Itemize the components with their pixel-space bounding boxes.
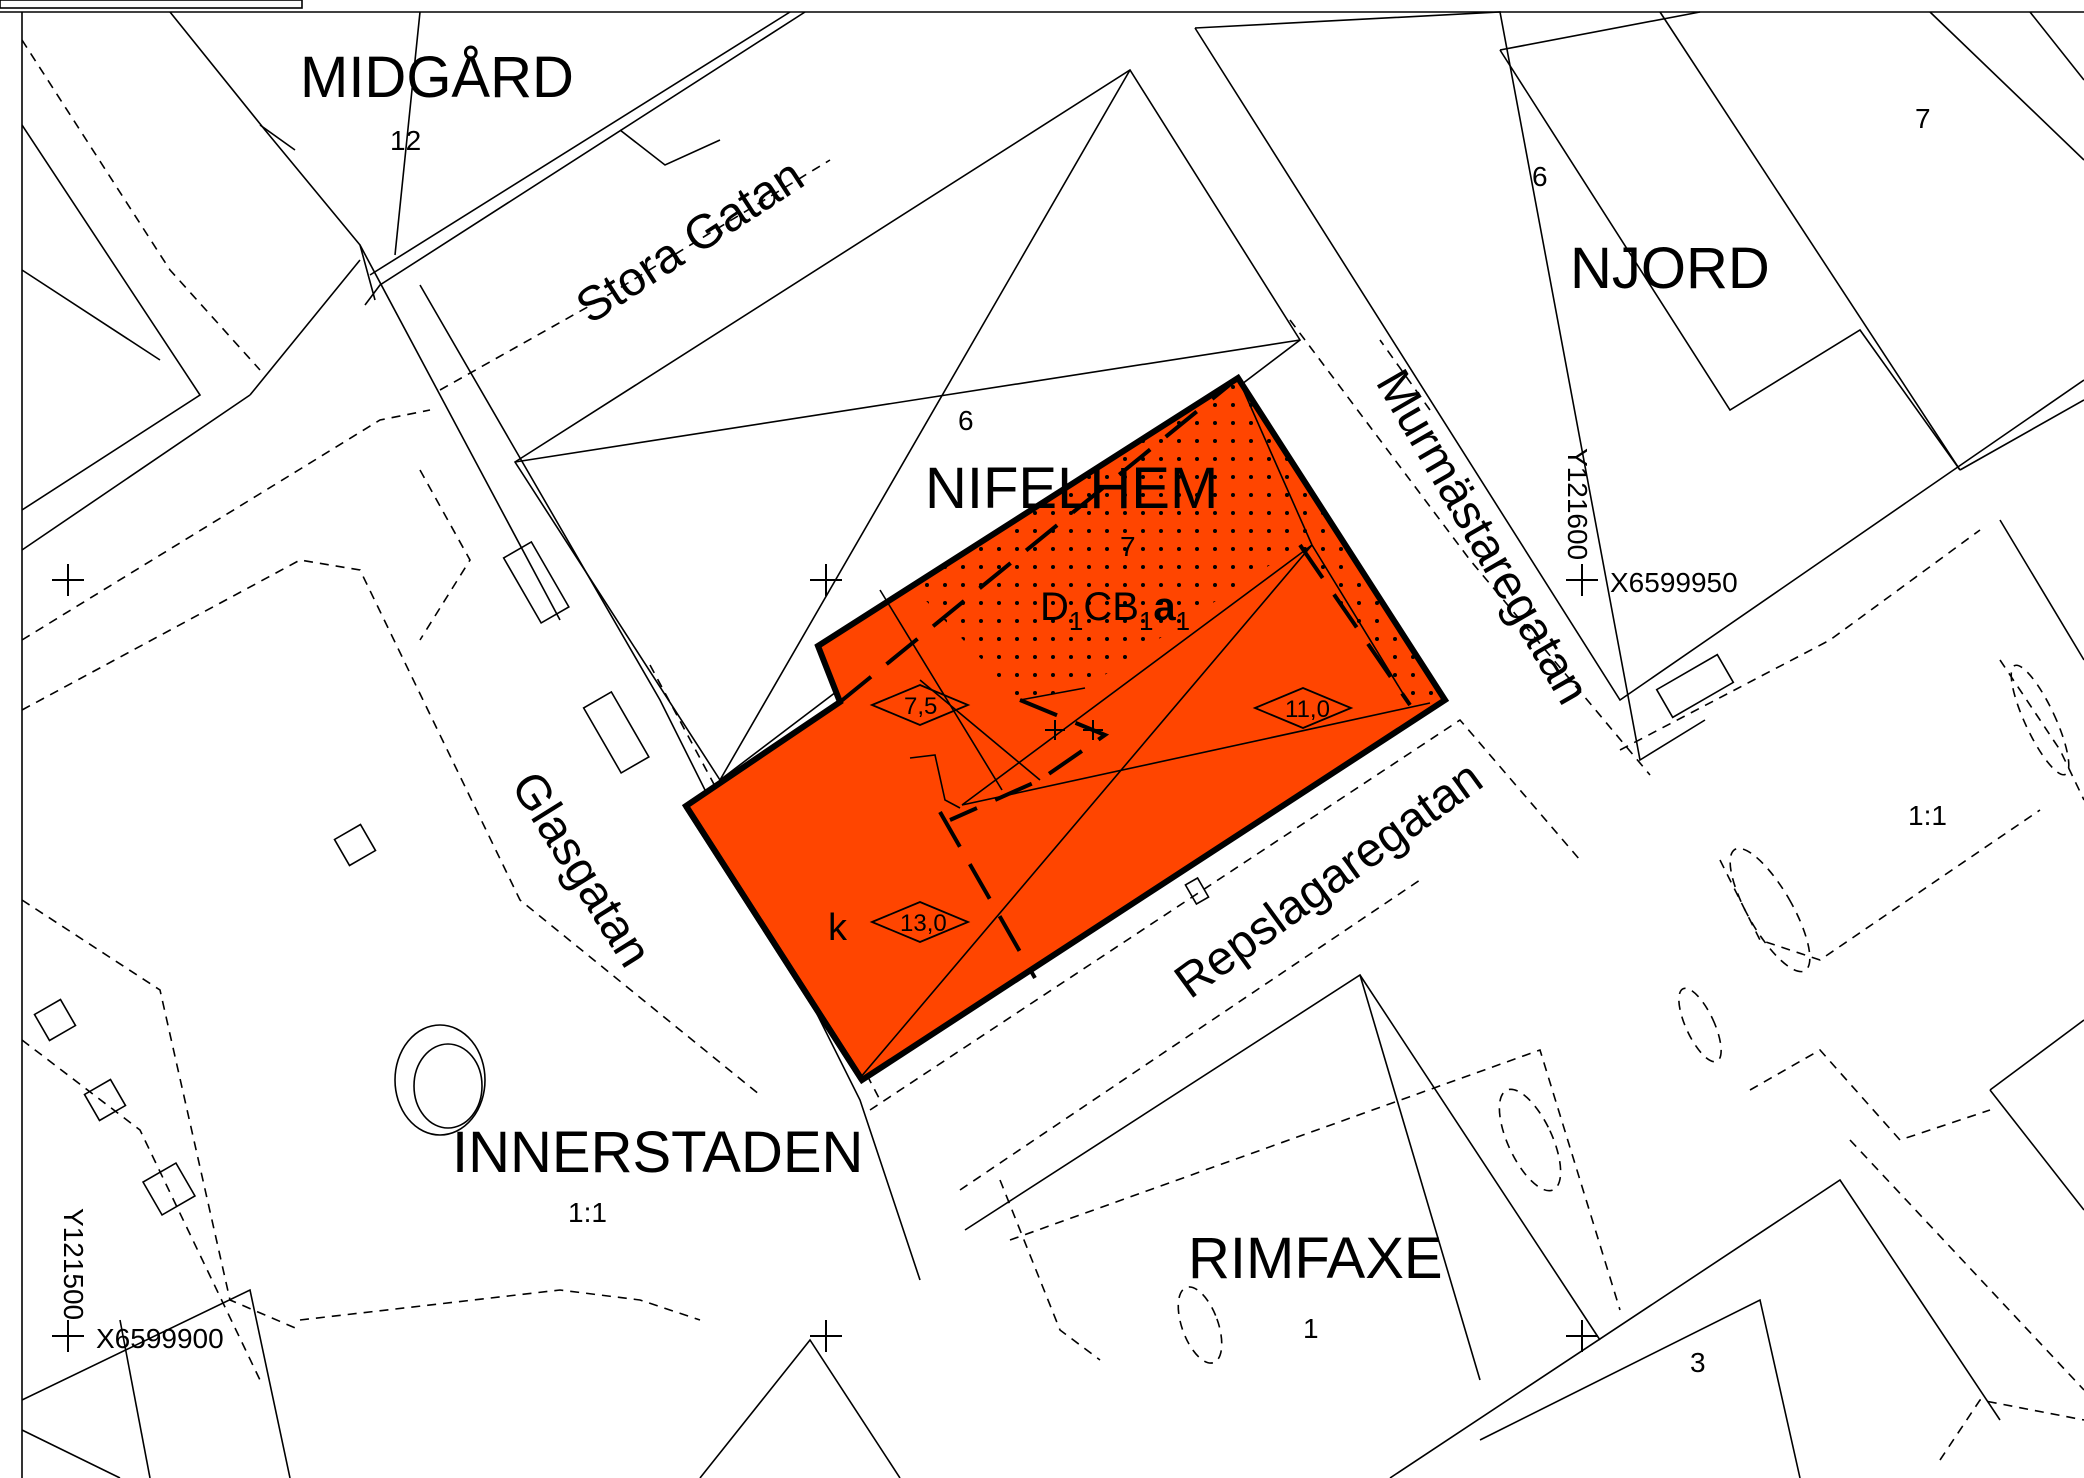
block-rimfaxe: RIMFAXE [1188, 1226, 1443, 1291]
plan-area [681, 373, 1450, 1085]
property-number: 7 [1915, 103, 1931, 134]
coordinate-y: Y121600 [1562, 448, 1593, 560]
height-value: 7,5 [904, 693, 937, 720]
height-value: 11,0 [1285, 696, 1330, 723]
height-markers [869, 684, 1354, 943]
height-value: 13,0 [900, 910, 947, 937]
property-number: 6 [958, 405, 974, 436]
scale-label: 1:1 [1908, 800, 1947, 831]
property-number: 1 [1303, 1313, 1319, 1344]
coordinate-x: X6599950 [1610, 567, 1738, 598]
property-number: 12 [390, 125, 421, 156]
coordinate-y: Y121500 [58, 1208, 89, 1320]
coordinate-x: X6599900 [96, 1323, 224, 1354]
scale-label: 1:1 [568, 1197, 607, 1228]
property-number: 3 [1690, 1347, 1706, 1378]
property-lines [21, 11, 2084, 1478]
street-stora-gatan: Stora Gatan [567, 149, 813, 334]
k-marker: k [828, 907, 848, 949]
block-njord: NJORD [1570, 236, 1770, 301]
block-nifelhem: NIFELHEM [925, 456, 1218, 521]
street-glasgatan: Glasgatan [501, 763, 662, 977]
grid-crosses [52, 564, 1598, 1352]
property-number: 6 [1532, 161, 1548, 192]
block-innerstaden: INNERSTADEN [452, 1120, 863, 1185]
block-midgard: MIDGÅRD [300, 45, 574, 110]
property-number: 7 [1120, 531, 1136, 562]
zoning-code: D1CB1a1 [1040, 585, 1190, 636]
